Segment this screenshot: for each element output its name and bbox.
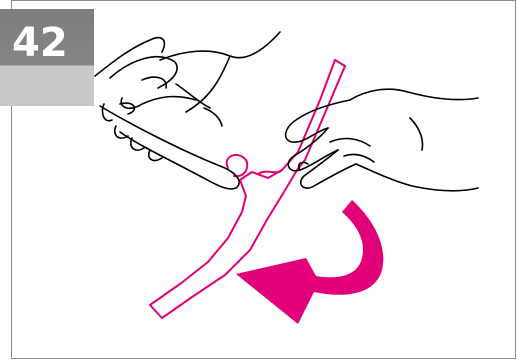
left-hand-icon (95, 32, 280, 189)
rotate-arrow-icon (236, 200, 383, 324)
